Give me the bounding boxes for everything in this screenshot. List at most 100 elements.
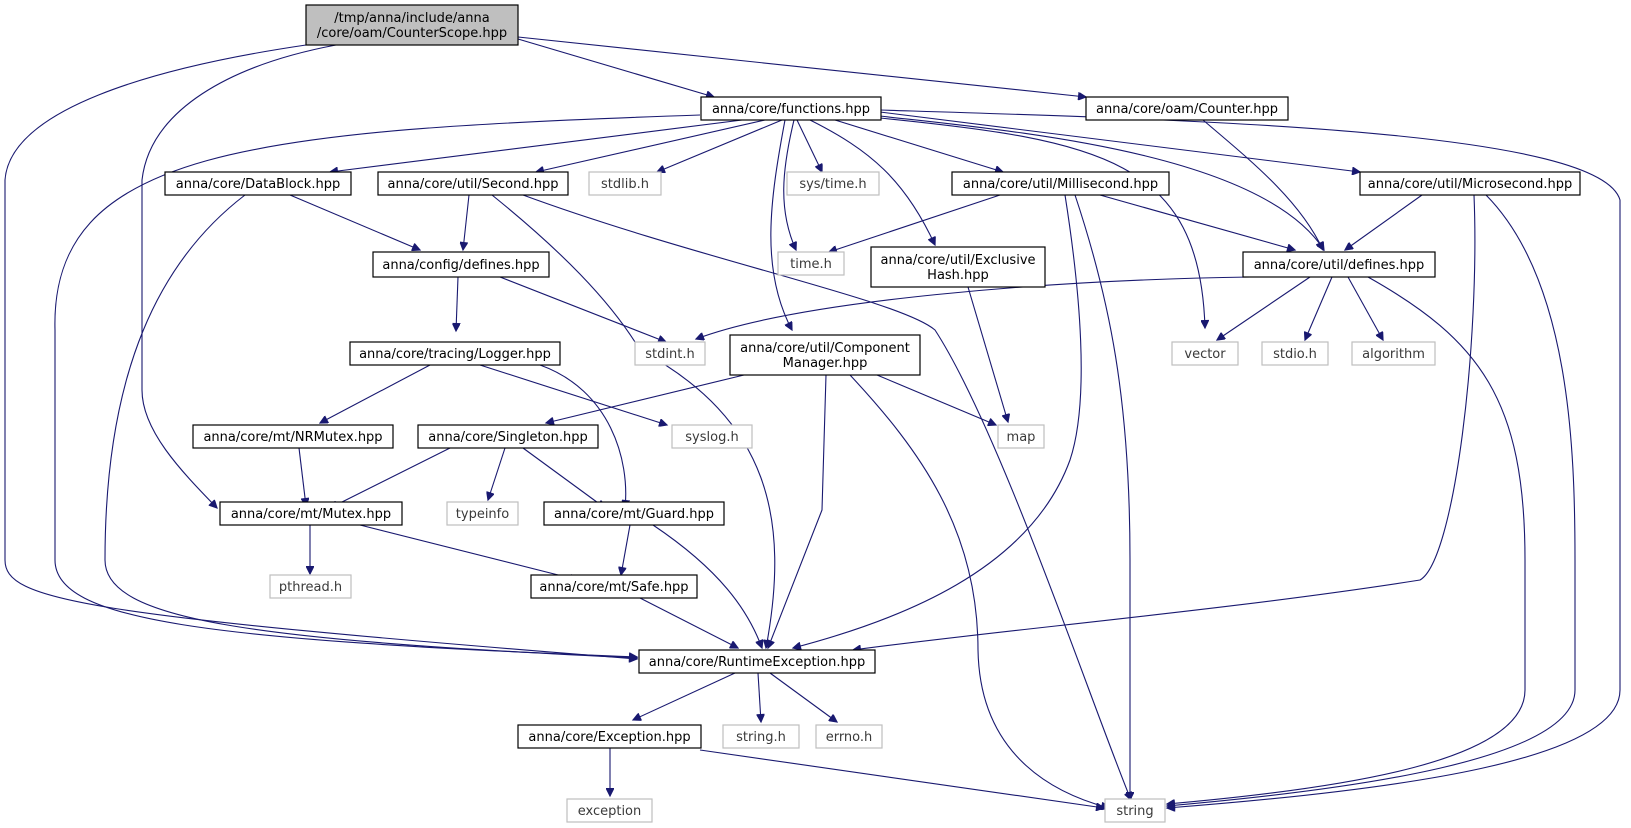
- node-utildefines[interactable]: anna/core/util/defines.hpp: [1242, 251, 1436, 278]
- node-label: anna/core/RuntimeException.hpp: [649, 655, 865, 670]
- node-typeinfo[interactable]: typeinfo: [446, 501, 519, 526]
- edge-utildefines-algorithm: [1347, 276, 1383, 340]
- edge-singleton-mutex: [330, 447, 451, 508]
- node-label: anna/core/mt/NRMutex.hpp: [203, 430, 382, 445]
- node-functions[interactable]: anna/core/functions.hpp: [700, 96, 882, 121]
- node-logger[interactable]: anna/core/tracing/Logger.hpp: [349, 341, 561, 366]
- edge-configdefines-logger: [456, 276, 458, 331]
- edge-nrmutex-mutex: [298, 447, 306, 506]
- edge-logger-nrmutex: [320, 364, 431, 423]
- node-label: anna/core/Exception.hpp: [528, 730, 690, 745]
- edge-functions-stdlib: [657, 119, 783, 172]
- node-box: [1104, 798, 1166, 823]
- node-pthread[interactable]: pthread.h: [269, 574, 352, 599]
- node-datablock[interactable]: anna/core/DataBlock.hpp: [164, 171, 352, 196]
- node-box: [164, 171, 352, 196]
- edge-exclusivehash-map: [967, 286, 1008, 422]
- node-stringh[interactable]: string.h: [722, 724, 800, 749]
- node-box: [997, 424, 1045, 449]
- node-box: [1351, 341, 1436, 366]
- edge-mutex-safe: [359, 524, 578, 580]
- node-label: map: [1007, 430, 1036, 445]
- edge-functions-runtime: [54, 114, 701, 657]
- edge-runtime-errnoh: [769, 672, 837, 722]
- edge-microsecond-utildefines: [1345, 194, 1423, 250]
- node-errnoh[interactable]: errno.h: [815, 724, 883, 749]
- edge-counter-utildefines: [1202, 119, 1323, 250]
- edge-runtime-exception-hpp: [633, 672, 736, 720]
- edge-exception-hpp-string: [699, 749, 1104, 808]
- edge-compmanager-string: [849, 374, 1109, 808]
- node-box: [634, 341, 706, 366]
- node-stdio[interactable]: stdio.h: [1261, 341, 1329, 366]
- node-box: [377, 171, 569, 196]
- node-guard[interactable]: anna/core/mt/Guard.hpp: [543, 501, 725, 526]
- edge-second-runtime: [491, 194, 776, 648]
- node-safe[interactable]: anna/core/mt/Safe.hpp: [530, 574, 698, 599]
- node-box: [1242, 251, 1436, 278]
- node-exception[interactable]: exception: [566, 798, 653, 823]
- node-box: [192, 424, 394, 449]
- node-counter[interactable]: anna/core/oam/Counter.hpp: [1085, 96, 1289, 121]
- edge-compmanager-map: [876, 374, 996, 425]
- edge-functions-string: [879, 109, 1621, 808]
- node-syslog[interactable]: syslog.h: [671, 424, 753, 449]
- node-runtimeexc[interactable]: anna/core/RuntimeException.hpp: [638, 649, 876, 674]
- edge-root-counter: [517, 36, 1086, 97]
- node-box: [588, 171, 662, 196]
- node-systime[interactable]: sys/time.h: [786, 171, 880, 196]
- node-algorithm[interactable]: algorithm: [1351, 341, 1436, 366]
- node-stdlib[interactable]: stdlib.h: [588, 171, 662, 196]
- edge-utildefines-string: [1167, 276, 1526, 804]
- node-singleton[interactable]: anna/core/Singleton.hpp: [417, 424, 599, 449]
- node-box: [671, 424, 753, 449]
- node-millisecond[interactable]: anna/core/util/Millisecond.hpp: [951, 171, 1170, 196]
- node-box: [1085, 96, 1289, 121]
- node-box: [543, 501, 725, 526]
- node-box: [1171, 341, 1239, 366]
- node-mutex[interactable]: anna/core/mt/Mutex.hpp: [219, 501, 403, 526]
- edge-microsecond-string: [1167, 194, 1576, 806]
- node-label: anna/core/tracing/Logger.hpp: [359, 347, 551, 362]
- node-exception-hpp[interactable]: anna/core/Exception.hpp: [517, 724, 702, 749]
- edge-singleton-typeinfo: [488, 447, 506, 500]
- edge-singleton-guard: [522, 447, 605, 508]
- node-label: anna/core/util/Exclusive: [880, 253, 1035, 268]
- node-box: [219, 501, 403, 526]
- node-label: stdlib.h: [601, 177, 649, 192]
- node-timeh[interactable]: time.h: [777, 251, 845, 276]
- node-label: string.h: [736, 730, 786, 745]
- edge-second-configdefines: [463, 194, 470, 250]
- node-nrmutex[interactable]: anna/core/mt/NRMutex.hpp: [192, 424, 394, 449]
- edge-root-functions: [517, 38, 714, 97]
- edge-logger-guard: [539, 364, 626, 508]
- node-configdefines[interactable]: anna/config/defines.hpp: [372, 251, 550, 278]
- node-label: anna/core/mt/Guard.hpp: [554, 507, 714, 522]
- edge-millisecond-string: [1074, 194, 1130, 800]
- node-microsecond[interactable]: anna/core/util/Microsecond.hpp: [1359, 171, 1581, 196]
- node-label: anna/core/util/Second.hpp: [388, 177, 559, 192]
- node-second[interactable]: anna/core/util/Second.hpp: [377, 171, 569, 196]
- edge-datablock-runtime: [104, 194, 637, 658]
- node-string[interactable]: string: [1104, 798, 1166, 823]
- node-label: anna/core/oam/Counter.hpp: [1096, 102, 1278, 117]
- node-box: [700, 96, 882, 121]
- edge-millisecond-utildefines: [1099, 194, 1295, 250]
- edge-guard-runtime: [652, 524, 762, 648]
- node-root[interactable]: /tmp/anna/include/anna/core/oam/CounterS…: [305, 4, 519, 46]
- node-label: time.h: [790, 257, 832, 272]
- node-box: [517, 724, 702, 749]
- edge-millisecond-runtime: [793, 194, 1082, 648]
- node-label: sys/time.h: [799, 177, 866, 192]
- node-map[interactable]: map: [997, 424, 1045, 449]
- node-vector[interactable]: vector: [1171, 341, 1239, 366]
- edge-functions-datablock: [330, 118, 751, 172]
- edge-functions-microsecond: [879, 111, 1360, 172]
- node-label: anna/core/util/defines.hpp: [1254, 258, 1425, 273]
- node-stdint[interactable]: stdint.h: [634, 341, 706, 366]
- node-box: [815, 724, 883, 749]
- node-label: stdio.h: [1273, 347, 1317, 362]
- edge-functions-millisecond: [834, 119, 1003, 172]
